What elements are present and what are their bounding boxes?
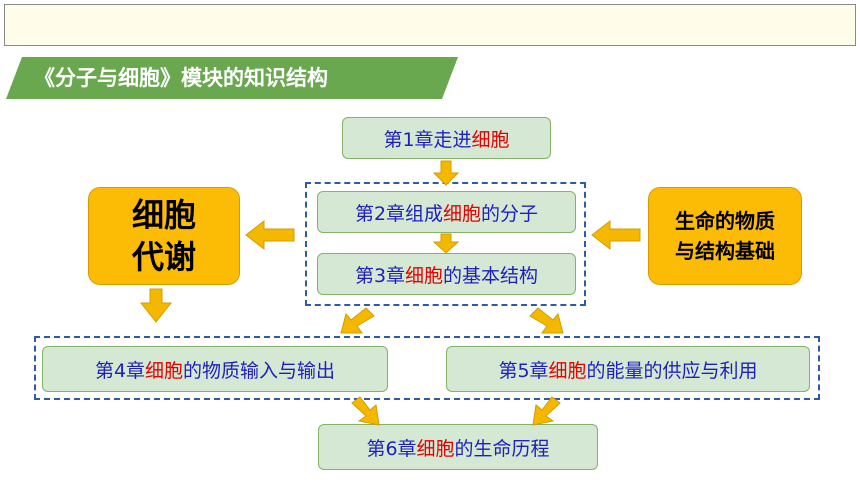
chapter-4-box: 第4章细胞的物质输入与输出: [42, 346, 388, 392]
arrow-ch5-to-ch6: [532, 396, 561, 426]
chapter-5-highlight: 细胞: [548, 359, 587, 382]
chapter-3-prefix: 第3章: [354, 264, 406, 287]
arrow-to-ch5: [529, 307, 564, 334]
group-ch4-ch5: [34, 336, 820, 400]
chapter-6-box: 第6章细胞的生命历程: [318, 424, 598, 470]
chapter-3-box: 第3章细胞的基本结构: [317, 253, 576, 295]
material-structure-line2: 与结构基础: [675, 239, 775, 263]
arrow-metabolism-down: [139, 288, 173, 323]
arrow-to-ch4: [340, 307, 375, 334]
material-structure-box: 生命的物质 与结构基础: [648, 187, 802, 285]
material-structure-line1: 生命的物质: [675, 209, 775, 233]
chapter-6-suffix: 的生命历程: [454, 437, 550, 460]
title-banner: [6, 57, 458, 99]
chapter-2-suffix: 的分子: [481, 202, 539, 225]
arrow-ch4-to-ch6: [351, 396, 380, 426]
metabolism-box: 细胞 代谢: [88, 187, 240, 285]
arrow-ch2-to-ch3: [432, 233, 460, 254]
chapter-2-box: 第2章组成细胞的分子: [317, 191, 576, 233]
banner-title: 《分子与细胞》模块的知识结构: [34, 66, 328, 90]
metabolism-line1: 细胞: [131, 196, 196, 234]
chapter-1-box: 第1章走进细胞: [342, 117, 551, 159]
top-empty-bar: [4, 4, 856, 46]
chapter-5-prefix: 第5章: [498, 359, 549, 382]
chapter-5-box: 第5章细胞的能量的供应与利用: [446, 346, 810, 392]
metabolism-line2: 代谢: [131, 238, 196, 276]
chapter-6-highlight: 细胞: [416, 437, 455, 460]
chapter-4-prefix: 第4章: [94, 359, 146, 382]
chapter-2-prefix: 第2章组成: [354, 202, 444, 225]
chapter-6-prefix: 第6章: [366, 437, 417, 460]
chapter-1-prefix: 第1章走进: [383, 128, 472, 151]
chapter-3-suffix: 的基本结构: [443, 264, 539, 287]
arrow-to-metabolism: [245, 219, 295, 251]
arrow-ch1-to-ch2: [432, 160, 460, 186]
arrow-right-box-in: [591, 219, 641, 251]
chapter-3-highlight: 细胞: [405, 264, 444, 287]
chapter-4-highlight: 细胞: [145, 359, 184, 382]
chapter-1-highlight: 细胞: [471, 128, 510, 151]
chapter-4-suffix: 的物质输入与输出: [183, 359, 336, 382]
chapter-5-suffix: 的能量的供应与利用: [586, 359, 758, 382]
chapter-2-highlight: 细胞: [443, 202, 482, 225]
